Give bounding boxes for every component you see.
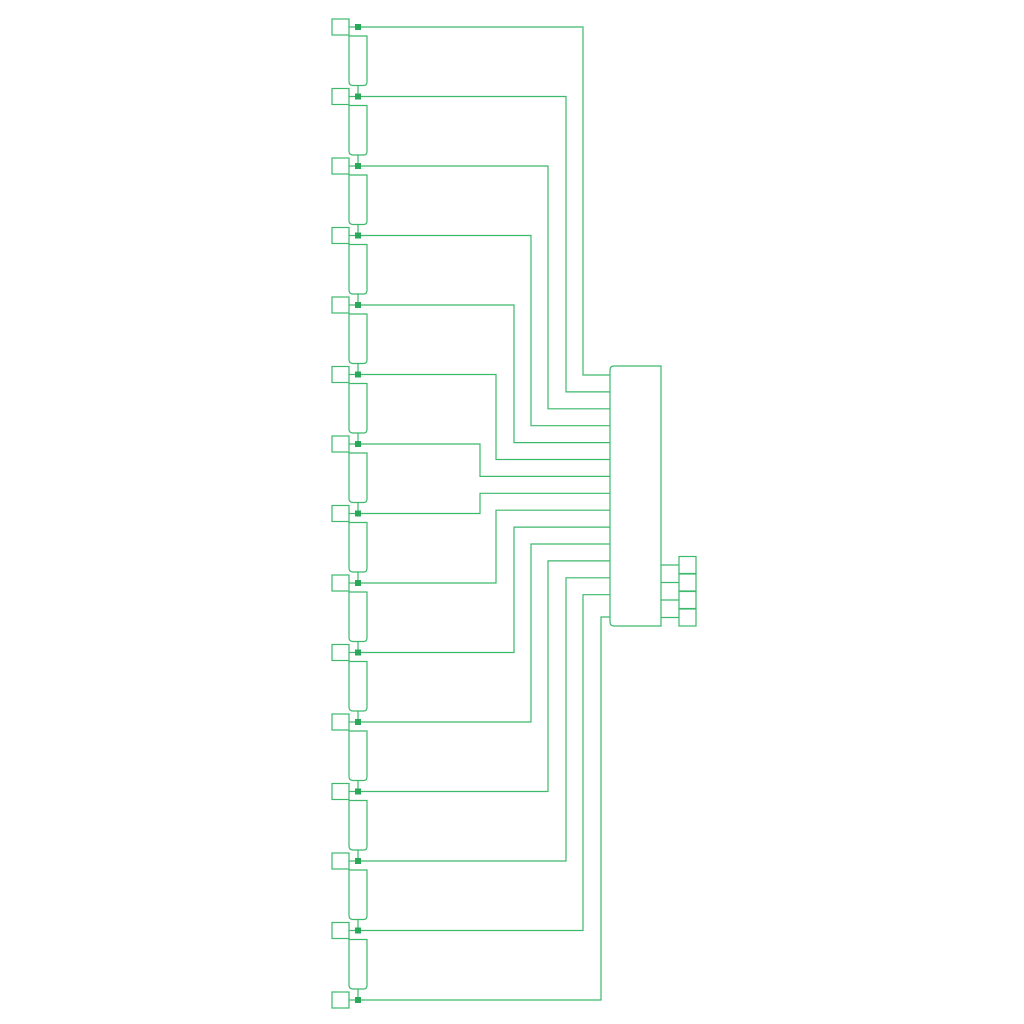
input-pin bbox=[331, 991, 350, 1009]
chain-segment bbox=[348, 869, 368, 921]
bus-wire bbox=[358, 234, 610, 427]
chain-segment bbox=[348, 313, 368, 365]
junctions-group bbox=[355, 24, 361, 1003]
chain-group bbox=[348, 35, 368, 1000]
chain-segment bbox=[348, 35, 368, 87]
bus-wire bbox=[358, 26, 610, 376]
chain-segment bbox=[348, 382, 368, 434]
input-pin bbox=[331, 226, 350, 245]
bus-wire bbox=[358, 373, 610, 461]
junction-dot bbox=[355, 858, 361, 864]
junction-dot bbox=[355, 510, 361, 517]
junction-dot bbox=[355, 232, 361, 239]
output-pin bbox=[678, 608, 697, 627]
bus-wire bbox=[358, 443, 610, 477]
bus-wire bbox=[358, 509, 610, 584]
bus-wire bbox=[358, 560, 610, 793]
junction-dot bbox=[355, 441, 361, 447]
junction-dot bbox=[355, 163, 361, 169]
input-pin bbox=[331, 157, 350, 175]
bus-wire bbox=[358, 577, 610, 862]
input-pin bbox=[331, 643, 350, 662]
chain-segment bbox=[348, 660, 368, 712]
junction-dot bbox=[355, 371, 361, 378]
output-pin bbox=[678, 555, 697, 575]
junction-dot bbox=[355, 580, 361, 586]
bus-wire bbox=[358, 304, 610, 444]
input-pin bbox=[331, 782, 350, 801]
chain-segment bbox=[348, 521, 368, 573]
junction-dot bbox=[355, 927, 361, 934]
chain-segment bbox=[348, 104, 368, 156]
ic-body bbox=[609, 365, 662, 627]
chain-segment bbox=[348, 730, 368, 782]
junction-dot bbox=[355, 649, 361, 656]
junction-dot bbox=[355, 788, 361, 795]
chain-segment bbox=[348, 938, 368, 990]
junction-dot bbox=[355, 719, 361, 725]
ic-group bbox=[609, 365, 662, 627]
bus-wires-group bbox=[358, 26, 610, 1001]
chain-segment bbox=[348, 452, 368, 504]
bus-wire bbox=[358, 165, 610, 410]
junction-dot bbox=[355, 93, 361, 100]
input-pin bbox=[331, 435, 350, 453]
input-pin bbox=[331, 713, 350, 731]
chain-segment bbox=[348, 591, 368, 643]
bus-wire bbox=[358, 594, 610, 932]
bus-wire bbox=[358, 492, 610, 515]
input-pin bbox=[331, 296, 350, 314]
input-pins-group bbox=[331, 18, 358, 1009]
chain-segment bbox=[348, 174, 368, 226]
input-pin bbox=[331, 852, 350, 870]
input-pin bbox=[331, 87, 350, 106]
input-pin bbox=[331, 18, 350, 36]
junction-dot bbox=[355, 24, 361, 30]
input-pin bbox=[331, 504, 350, 523]
junction-dot bbox=[355, 997, 361, 1003]
input-pin bbox=[331, 574, 350, 592]
output-pin bbox=[678, 573, 697, 592]
output-pin bbox=[678, 590, 697, 610]
chain-segment bbox=[348, 243, 368, 295]
output-pins-group bbox=[661, 555, 697, 627]
chain-segment bbox=[348, 799, 368, 851]
bus-wire bbox=[358, 543, 610, 723]
input-pin bbox=[331, 921, 350, 940]
bus-wire bbox=[358, 95, 610, 393]
bus-wire bbox=[358, 526, 610, 654]
junction-dot bbox=[355, 302, 361, 308]
bus-wire bbox=[358, 616, 610, 1001]
input-pin bbox=[331, 365, 350, 384]
